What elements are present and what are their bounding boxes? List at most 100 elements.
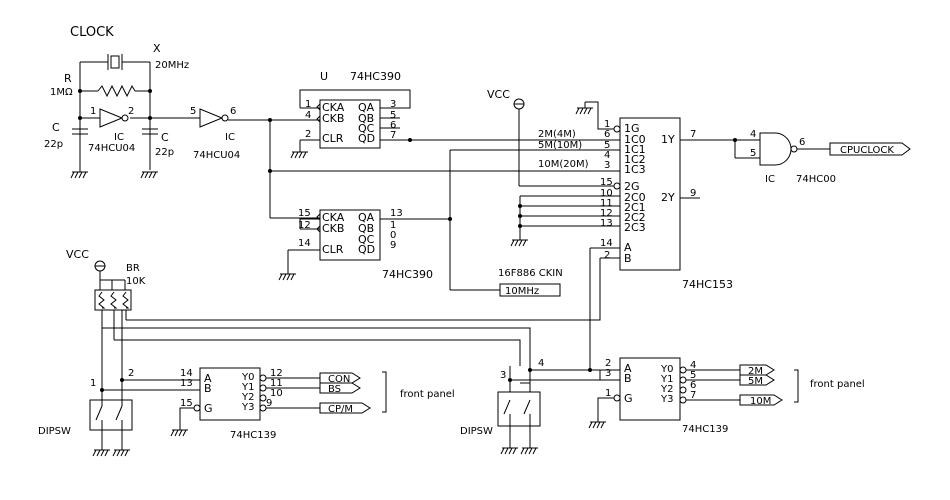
mux153-pin-4: 4 <box>604 150 610 161</box>
u390a-label-qb: QB <box>358 112 374 125</box>
br-ref: BR <box>126 263 140 274</box>
cap-left-ref: C <box>52 121 60 134</box>
mux153-pin-12: 12 <box>600 208 613 219</box>
dec-right-label-g: G <box>624 392 633 405</box>
cpuclock-connector <box>829 142 911 156</box>
u390b-pin-1: 1 <box>390 220 396 231</box>
cap-right-ref: C <box>161 131 169 144</box>
dec-right-output-2m: 2M <box>748 366 763 377</box>
dec-right-pin-5: 5 <box>690 370 696 381</box>
resistor-r <box>80 84 150 98</box>
dec-left-label-g: G <box>204 402 213 415</box>
u390b-label-cka: CKA <box>322 211 345 224</box>
dipsw-right-pin-4: 4 <box>538 358 544 369</box>
mux153-pin-5: 5 <box>604 140 610 151</box>
crystal-ref: X <box>153 42 161 55</box>
dec-right-label-y3: Y3 <box>660 394 673 405</box>
u390a-part: 74HC390 <box>350 70 401 83</box>
u390b-pin-9: 9 <box>390 240 396 251</box>
clock-title: CLOCK <box>70 25 114 40</box>
u390a-label-qd: QD <box>358 132 375 145</box>
dec-right-pin-4: 4 <box>690 360 696 371</box>
vcc-top-symbol <box>513 98 620 187</box>
mux153-pin-10: 10 <box>600 188 613 199</box>
nand-gate <box>759 132 792 166</box>
dec-right-pin-1: 1 <box>605 388 611 399</box>
mux153-input-10m: 10M(20M) <box>538 159 589 170</box>
mux153-input-5m: 5M(10M) <box>538 140 582 151</box>
dec-left-output-cpm: CP/M <box>328 404 353 415</box>
u390a-pin-4: 4 <box>305 110 311 121</box>
dec-right-pin-7: 7 <box>690 390 696 401</box>
conn-5m <box>739 374 775 386</box>
u390b-part: 74HC390 <box>382 268 433 281</box>
u390a-pin-1: 1 <box>305 99 311 110</box>
dipsw-right-pin-3: 3 <box>500 370 506 381</box>
dec-right-pin-6: 6 <box>690 380 696 391</box>
nand-pin-5: 5 <box>750 148 756 159</box>
dec-right-part: 74HC139 <box>682 424 728 435</box>
mux153-pin-13: 13 <box>600 218 613 229</box>
dipsw-left-pin-1: 1 <box>90 378 96 389</box>
dec-right-label-y2: Y2 <box>660 384 673 395</box>
dec-left-part: 74HC139 <box>230 430 276 441</box>
inverter-2 <box>199 108 229 128</box>
nand-pin-6: 6 <box>799 137 805 148</box>
bs-connector <box>319 382 361 394</box>
u390a-pin-3: 3 <box>390 99 396 110</box>
u390b-label-qb: QB <box>358 222 374 235</box>
mux153-input-2m: 2M(4M) <box>538 129 576 140</box>
mux153-label-1g: 1G <box>624 122 640 135</box>
u390b-label-qd: QD <box>358 243 375 256</box>
dec-left-output-bs: BS <box>328 384 341 395</box>
nand-ref: IC <box>765 174 775 185</box>
mux153-pin-3: 3 <box>604 160 610 171</box>
inv2-part: 74HCU04 <box>193 150 240 161</box>
mux153-label-2c1: 2C1 <box>624 201 646 214</box>
cap-left <box>70 128 88 179</box>
dipsw-left-label: DIPSW <box>38 426 71 437</box>
dec-left-pin-11: 11 <box>270 378 283 389</box>
inv1-part: 74HCU04 <box>88 143 135 154</box>
u390a-label-ckb: CKB <box>322 112 344 125</box>
counter-390-b <box>319 209 381 261</box>
u390a-label-qc: QC <box>358 122 375 135</box>
dec-left-pin-10: 10 <box>270 388 283 399</box>
mux153-label-2c0: 2C0 <box>624 191 646 204</box>
inv1-ref: IC <box>114 132 124 143</box>
mux153-pin-6: 6 <box>604 129 610 140</box>
vcc-left-symbol <box>94 260 126 290</box>
u390b-pin-13: 13 <box>390 208 403 219</box>
cpu-ckin-connector <box>499 283 561 297</box>
mux153-pin-7: 7 <box>690 129 696 140</box>
counter-390-a <box>319 99 381 149</box>
cpm-connector <box>319 402 371 414</box>
dipsw-right <box>497 391 541 427</box>
resistor-value: 1MΩ <box>50 87 73 98</box>
dipsw-right-label: DIPSW <box>460 426 493 437</box>
inv2-pin-out: 6 <box>230 106 236 117</box>
dec-right-label-b: B <box>624 372 632 385</box>
mux153-label-1c2: 1C2 <box>624 153 646 166</box>
decoder-139-left <box>199 367 261 421</box>
mux153-label-2c3: 2C3 <box>624 221 646 234</box>
mux153-pin-1: 1 <box>604 119 610 130</box>
dec-left-label-a: A <box>204 372 212 385</box>
conn-2m <box>739 364 775 376</box>
dec-left-output-con: CON <box>328 374 350 385</box>
dec-left-label-y2: Y2 <box>241 392 254 403</box>
dec-left-label-b: B <box>204 382 212 395</box>
u390b-label-ckb: CKB <box>322 222 344 235</box>
front-panel-right: front panel <box>810 379 865 390</box>
dec-left-pin-13: 13 <box>180 378 193 389</box>
mux153-label-a: A <box>624 241 632 254</box>
u390a-label-qa: QA <box>358 101 375 114</box>
mux153-pin-2: 2 <box>604 250 610 261</box>
u390b-label-qc: QC <box>358 233 375 246</box>
mux-153 <box>619 117 681 271</box>
crystal-value: 20MHz <box>155 60 189 71</box>
mux153-label-1c1: 1C1 <box>624 143 646 156</box>
u390b-label-clr: CLR <box>322 243 344 256</box>
mux153-part: 74HC153 <box>682 278 733 291</box>
